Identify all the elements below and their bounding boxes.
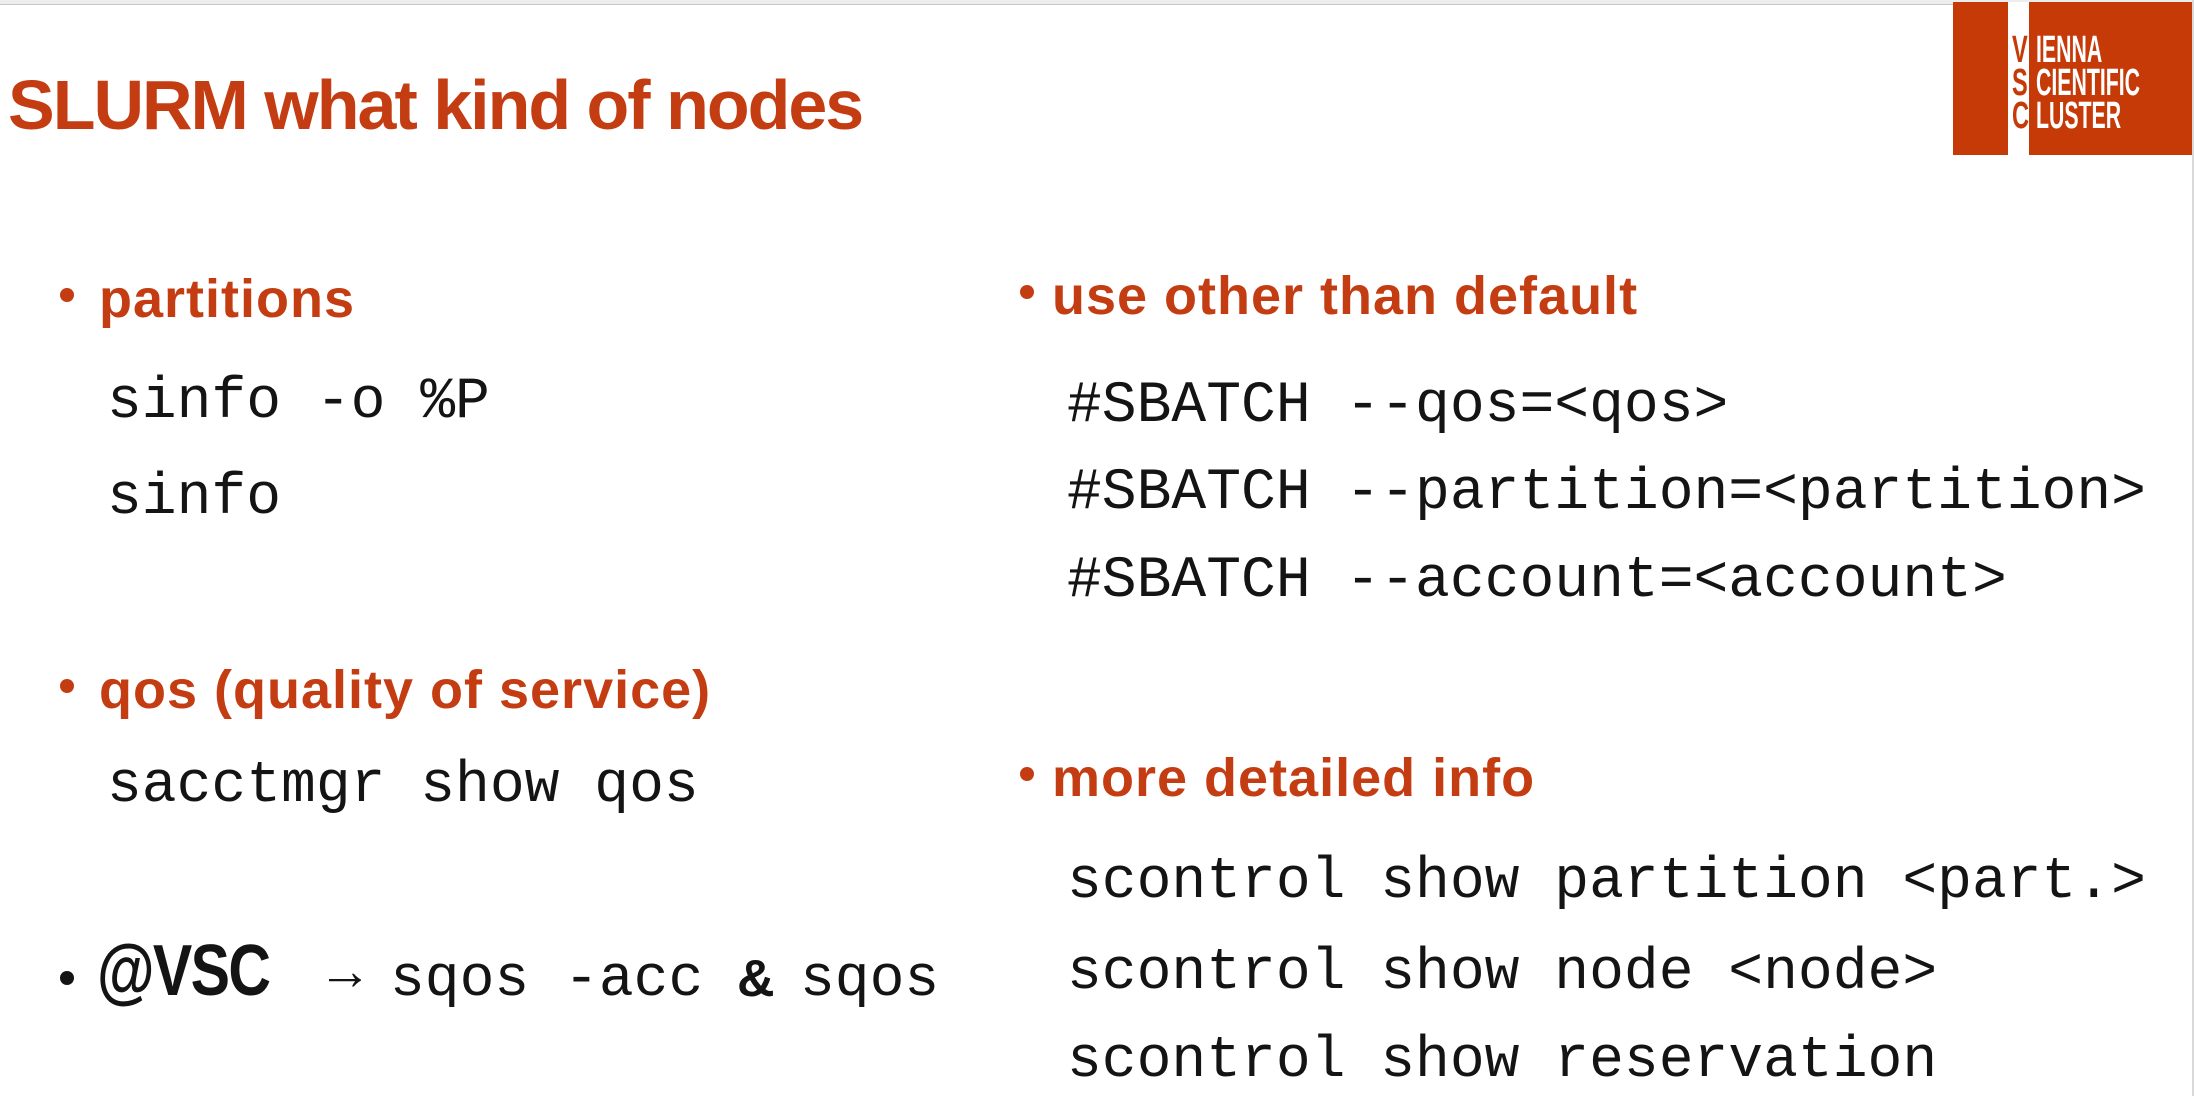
heading-more-detailed-info: more detailed info — [1052, 748, 1536, 808]
bullet-dot-partitions — [60, 288, 74, 302]
heading-use-other-than-default: use other than default — [1052, 266, 1639, 326]
bullet-dot-qos — [60, 679, 74, 693]
command-scontrol-node: scontrol show node <node> — [1067, 941, 1938, 1006]
window-right-edge — [2192, 0, 2194, 1096]
command-scontrol-partition: scontrol show partition <part.> — [1067, 850, 2146, 915]
command-sqos-acc: sqos -acc — [390, 948, 704, 1013]
command-sinfo-o: sinfo -o %P — [107, 370, 490, 435]
command-sacctmgr: sacctmgr show qos — [107, 754, 699, 819]
window-top-edge — [0, 0, 2194, 5]
right-arrow-icon: → — [318, 941, 372, 1001]
logo-initial-c: C — [2011, 95, 2030, 137]
command-scontrol-reservation: scontrol show reservation — [1067, 1029, 1938, 1094]
command-sqos: sqos — [800, 948, 940, 1013]
vsc-logo: V S C IENNA CIENTIFIC LUSTER — [1953, 2, 2192, 155]
ampersand-label: & — [737, 950, 775, 1008]
command-sbatch-partition: #SBATCH --partition=<partition> — [1067, 461, 2146, 526]
logo-word-scientific: CIENTIFIC — [2036, 62, 2141, 104]
heading-qos: qos (quality of service) — [99, 660, 712, 720]
command-sbatch-account: #SBATCH --account=<account> — [1067, 549, 2007, 614]
logo-initial-s: S — [2011, 62, 2028, 104]
heading-partitions: partitions — [99, 269, 356, 329]
bullet-dot-more-info — [1020, 767, 1034, 781]
logo-word-cluster: LUSTER — [2036, 95, 2122, 137]
logo-word-vienna: IENNA — [2036, 29, 2103, 71]
logo-white-strip — [2008, 2, 2029, 155]
logo-initial-v: V — [2011, 29, 2028, 71]
command-sbatch-qos: #SBATCH --qos=<qos> — [1067, 374, 1729, 439]
bullet-dot-use-other — [1020, 285, 1034, 299]
slide-title: SLURM what kind of nodes — [8, 66, 864, 144]
bullet-dot-at-vsc — [60, 971, 74, 985]
at-vsc-label: @VSC — [97, 931, 271, 1011]
command-sinfo: sinfo — [107, 466, 282, 531]
